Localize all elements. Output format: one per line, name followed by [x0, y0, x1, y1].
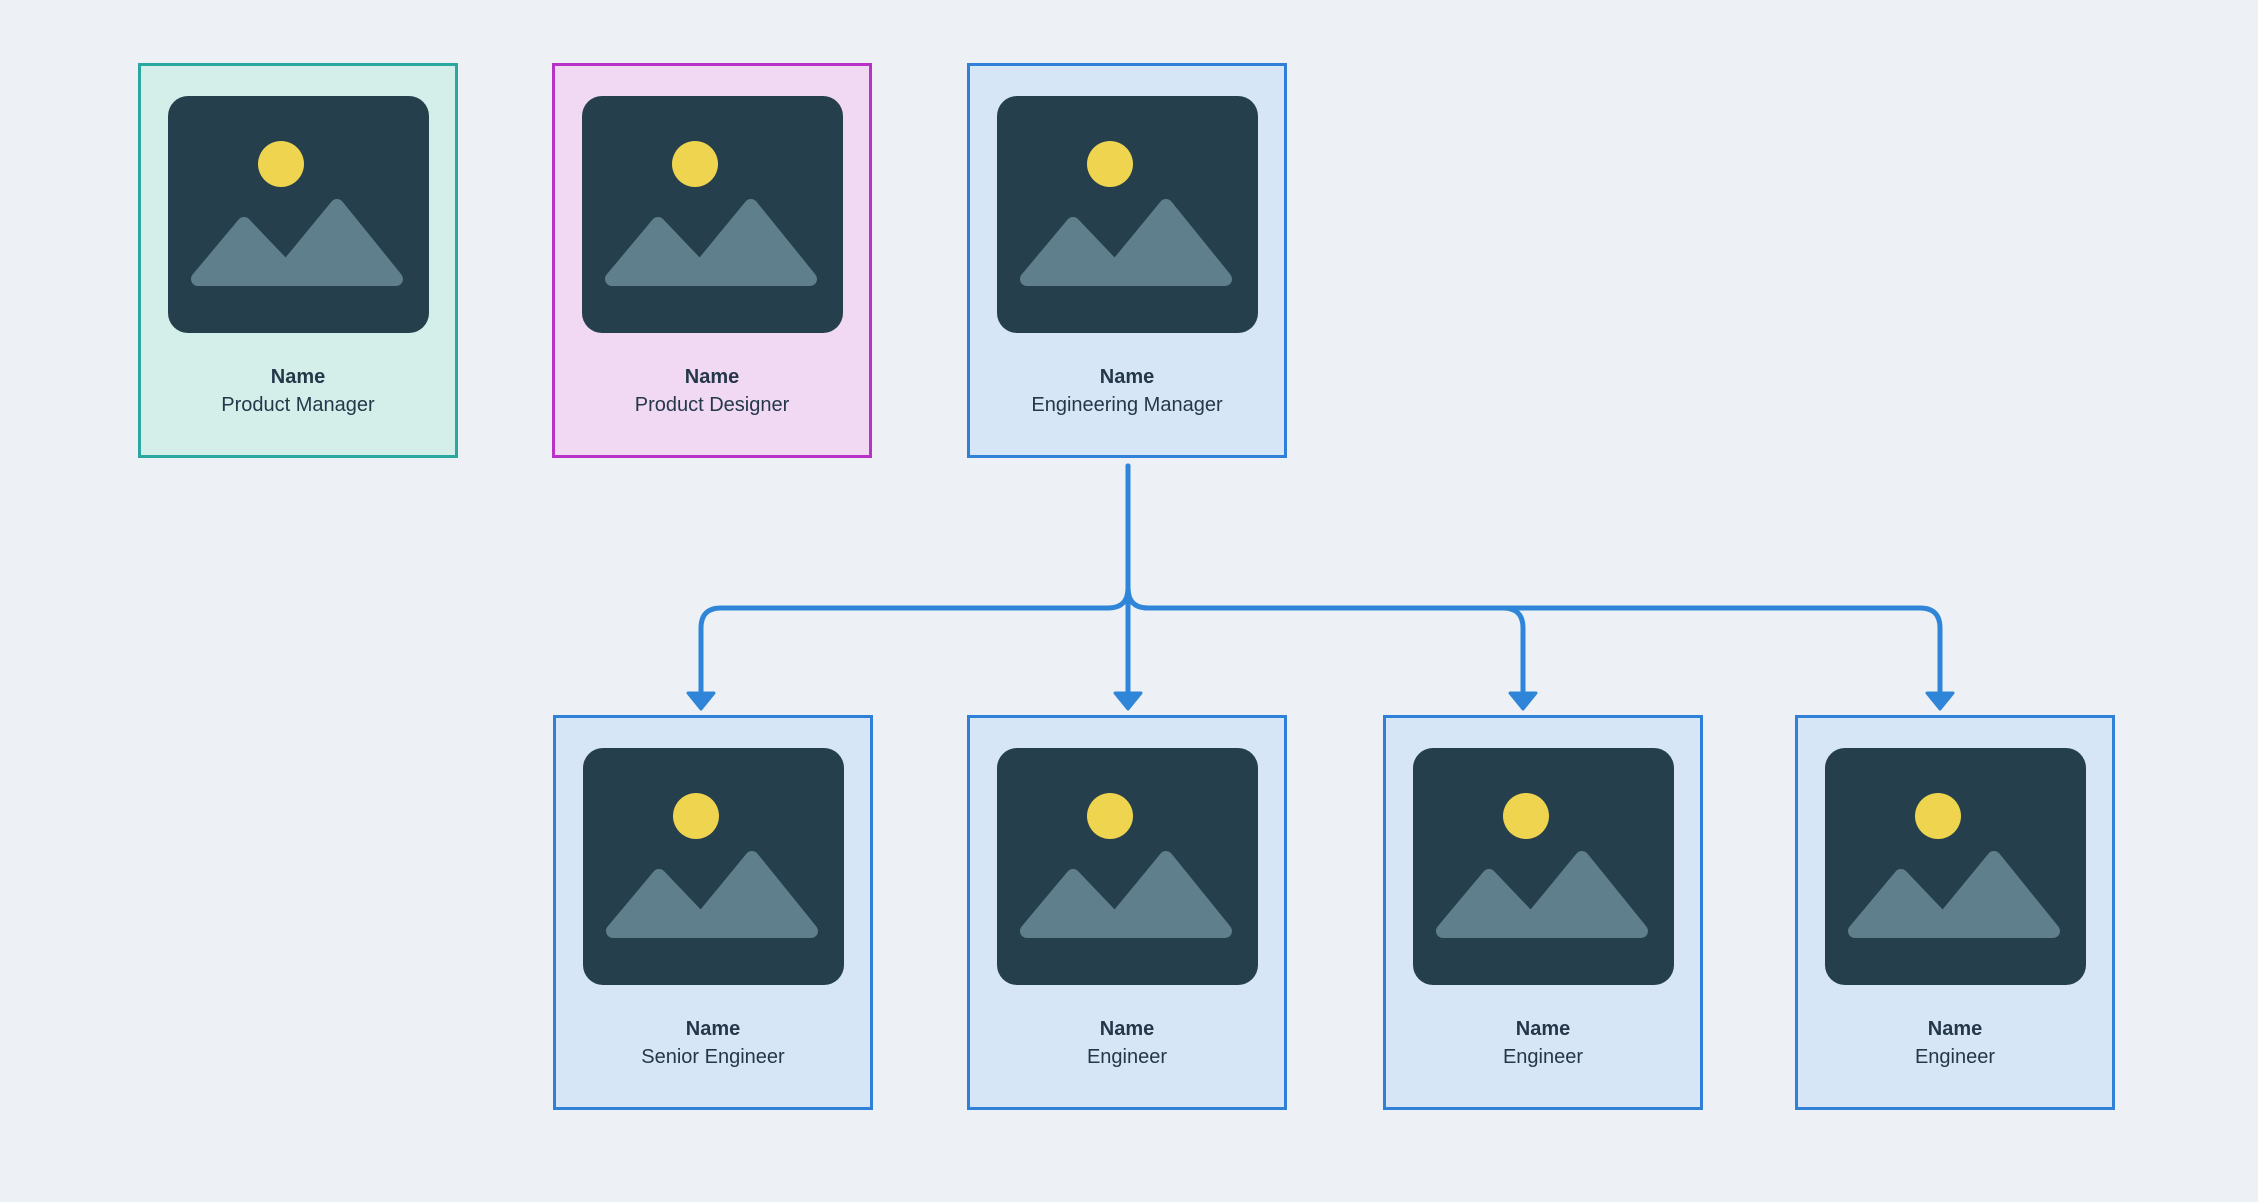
connector-branch-1[interactable] — [698, 463, 1131, 694]
sun-shape — [672, 793, 719, 839]
card-name: Name — [1927, 1018, 1983, 1040]
sun-shape — [1086, 793, 1133, 839]
card-engineer-3[interactable]: Name Engineer — [1795, 715, 2115, 1110]
card-role: Engineering Manager — [1031, 394, 1223, 416]
connector-arrowhead-down-icon[interactable] — [686, 691, 716, 711]
image-frame — [996, 748, 1258, 985]
card-name: Name — [685, 1018, 741, 1040]
image-frame — [1824, 748, 2086, 985]
mountains-shape — [604, 199, 817, 286]
sun-shape — [671, 141, 718, 187]
card-engineer-2[interactable]: Name Engineer — [1383, 715, 1703, 1110]
card-role: Engineer — [1914, 1046, 1996, 1068]
image-placeholder-icon — [996, 96, 1258, 333]
mountains-shape — [1019, 851, 1232, 938]
mountains-shape — [605, 851, 818, 938]
card-role: Engineer — [1502, 1046, 1584, 1068]
card-name: Name — [1515, 1018, 1571, 1040]
card-role: Engineer — [1086, 1046, 1168, 1068]
card-product-manager[interactable]: Name Product Manager — [138, 63, 458, 458]
connector-branch-4[interactable] — [1125, 463, 1943, 694]
image-frame — [996, 96, 1258, 333]
connector-arrowhead-down-icon[interactable] — [1508, 691, 1538, 711]
mountains-shape — [1847, 851, 2060, 938]
image-frame — [581, 96, 843, 333]
sun-shape — [1086, 141, 1133, 187]
card-engineering-manager[interactable]: Name Engineering Manager — [967, 63, 1287, 458]
card-name: Name — [270, 366, 326, 388]
sun-shape — [257, 141, 304, 187]
mountains-shape — [1019, 199, 1232, 286]
card-name: Name — [684, 366, 740, 388]
image-frame — [1412, 748, 1674, 985]
connector-arrowhead-down-icon[interactable] — [1925, 691, 1955, 711]
card-product-designer[interactable]: Name Product Designer — [552, 63, 872, 458]
image-placeholder-icon — [581, 96, 843, 333]
card-role: Product Designer — [634, 394, 790, 416]
card-role: Product Manager — [221, 394, 375, 416]
card-role: Senior Engineer — [641, 1046, 785, 1068]
image-placeholder-icon — [996, 748, 1258, 985]
connector-branch-3[interactable] — [1125, 463, 1526, 694]
image-placeholder-icon — [582, 748, 844, 985]
image-frame — [167, 96, 429, 333]
card-name: Name — [1099, 366, 1155, 388]
card-senior-engineer[interactable]: Name Senior Engineer — [553, 715, 873, 1110]
image-placeholder-icon — [167, 96, 429, 333]
image-placeholder-icon — [1824, 748, 2086, 985]
mountains-shape — [190, 199, 403, 286]
card-name: Name — [1099, 1018, 1155, 1040]
image-placeholder-icon — [1412, 748, 1674, 985]
image-frame — [582, 748, 844, 985]
connector-arrowhead-down-icon[interactable] — [1113, 691, 1143, 711]
card-engineer-1[interactable]: Name Engineer — [967, 715, 1287, 1110]
mountains-shape — [1435, 851, 1648, 938]
sun-shape — [1502, 793, 1549, 839]
sun-shape — [1914, 793, 1961, 839]
